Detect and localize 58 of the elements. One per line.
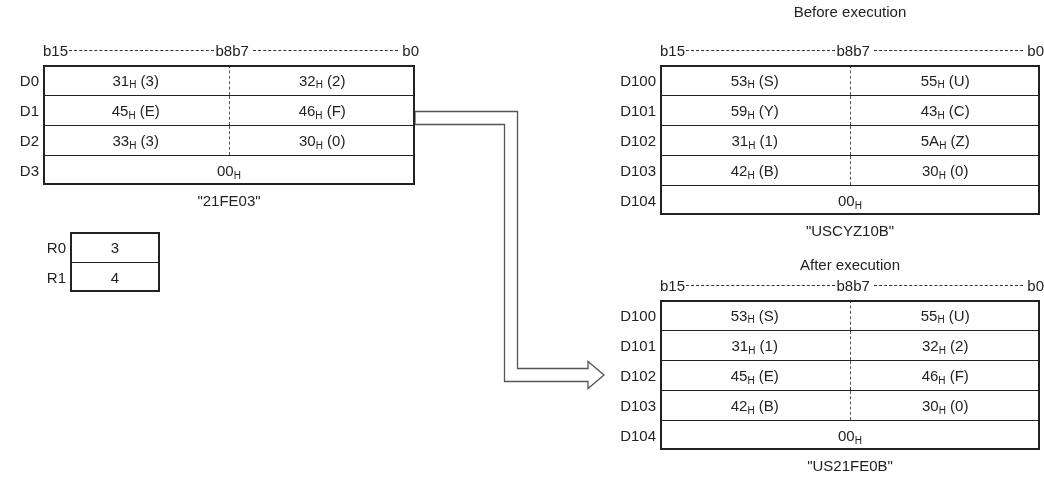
cell-value: 59$_{H}$ (Y): [730, 103, 779, 118]
cell-value: 30$_{H}$ (0): [922, 398, 969, 413]
string-caption: "USCYZ10B": [804, 223, 896, 238]
cell-value: 42$_{H}$ (B): [730, 163, 779, 178]
register-name: D103: [619, 162, 657, 178]
cell-value: 30$_{H}$ (0): [299, 133, 346, 148]
cell-value: 46$_{H}$ (F): [298, 103, 346, 118]
register-name: R1: [45, 269, 67, 285]
cell-value: 53$_{H}$ (S): [730, 307, 779, 323]
register-name: R0: [45, 239, 67, 255]
bit-label: b0: [1027, 43, 1044, 58]
string-caption: "21FE03": [196, 193, 262, 208]
cell-value: 00$_{H}$: [838, 193, 862, 208]
bit-label: b15: [660, 43, 686, 58]
cell-value: 32$_{H}$ (2): [299, 72, 346, 88]
register-name: D3: [18, 162, 40, 178]
cell-value: 31$_{H}$ (1): [731, 133, 778, 148]
cell-value: 45$_{H}$ (E): [111, 103, 160, 118]
cell-value: 32$_{H}$ (2): [922, 338, 969, 353]
register-name: D102: [619, 132, 657, 148]
register-name: D104: [619, 192, 657, 208]
cell-value: 5A$_{H}$ (Z): [920, 133, 970, 148]
hollow-arrow: [414, 110, 605, 390]
cell-value: 45$_{H}$ (E): [730, 368, 779, 383]
register-name: D100: [619, 72, 657, 88]
bit-label: b0: [402, 43, 419, 58]
register-name: D103: [619, 397, 657, 413]
bit-label: b8b7: [836, 278, 870, 293]
cell-value: 55$_{H}$ (U): [920, 307, 970, 323]
cell-value: 43$_{H}$ (C): [920, 103, 970, 118]
cell-value: 30$_{H}$ (0): [922, 163, 969, 178]
register-name: D100: [619, 307, 657, 323]
section-heading: Before execution: [792, 4, 908, 19]
cell-value: 46$_{H}$ (F): [921, 368, 969, 383]
cell-value: 00$_{H}$: [838, 428, 862, 443]
bit-label: b8b7: [215, 43, 249, 58]
cell-value: 3: [110, 239, 120, 255]
register-name: D0: [18, 72, 40, 88]
section-heading: After execution: [798, 257, 902, 272]
cell-value: 31$_{H}$ (1): [731, 338, 778, 353]
cell-value: 42$_{H}$ (B): [730, 398, 779, 413]
register-name: D104: [619, 427, 657, 443]
register-name: D1: [18, 102, 40, 118]
register-name: D101: [619, 102, 657, 118]
bit-label: b8b7: [836, 43, 870, 58]
string-caption: "US21FE0B": [806, 458, 894, 473]
cell-value: 33$_{H}$ (3): [112, 133, 159, 148]
register-name: D101: [619, 337, 657, 353]
bit-label: b15: [660, 278, 686, 293]
cell-value: 00$_{H}$: [217, 163, 241, 178]
cell-value: 53$_{H}$ (S): [730, 72, 779, 88]
cell-value: 4: [110, 270, 120, 285]
register-name: D2: [18, 132, 40, 148]
bit-label: b0: [1027, 278, 1044, 293]
cell-value: 31$_{H}$ (3): [112, 72, 159, 88]
bit-label: b15: [43, 43, 69, 58]
cell-value: 55$_{H}$ (U): [920, 72, 970, 88]
register-name: D102: [619, 367, 657, 383]
